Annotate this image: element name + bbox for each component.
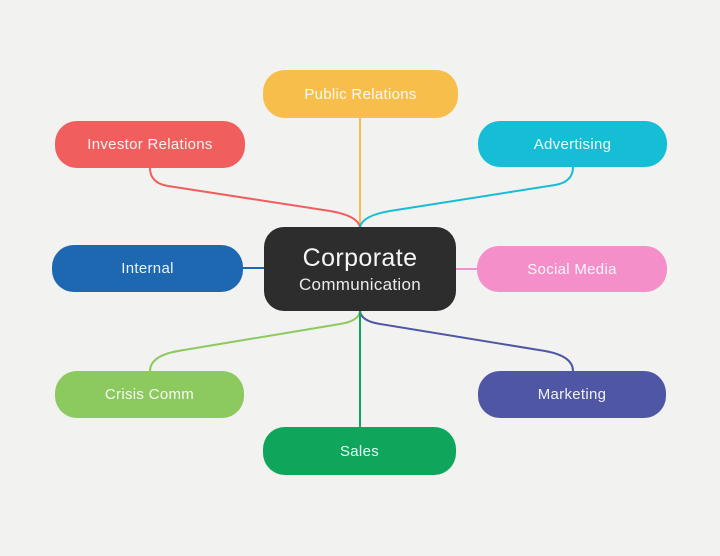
node-public-relations[interactable]: Public Relations (263, 70, 458, 118)
connector-investor-relations (149, 167, 361, 229)
node-crisis-comm[interactable]: Crisis Comm (55, 371, 244, 418)
node-label: Public Relations (304, 85, 417, 103)
node-label: Social Media (527, 260, 617, 278)
connector-crisis-comm (149, 310, 361, 372)
node-label: Advertising (533, 135, 612, 153)
node-sales[interactable]: Sales (263, 427, 456, 475)
node-internal[interactable]: Internal (52, 245, 243, 292)
node-advertising[interactable]: Advertising (478, 121, 667, 167)
connector-advertising (359, 166, 574, 229)
node-label: Crisis Comm (104, 386, 195, 403)
node-label: Marketing (537, 386, 607, 403)
node-label: Sales (339, 442, 380, 460)
center-node-title: Corporate (302, 243, 418, 272)
node-social-media[interactable]: Social Media (477, 246, 667, 292)
center-node-subtitle: Communication (298, 274, 421, 294)
node-label: Internal (121, 260, 174, 277)
connector-marketing (359, 310, 574, 372)
node-label: Investor Relations (87, 136, 213, 153)
node-marketing[interactable]: Marketing (478, 371, 666, 418)
node-corporate-communication[interactable]: Corporate Communication (264, 227, 456, 311)
node-investor-relations[interactable]: Investor Relations (55, 121, 245, 168)
